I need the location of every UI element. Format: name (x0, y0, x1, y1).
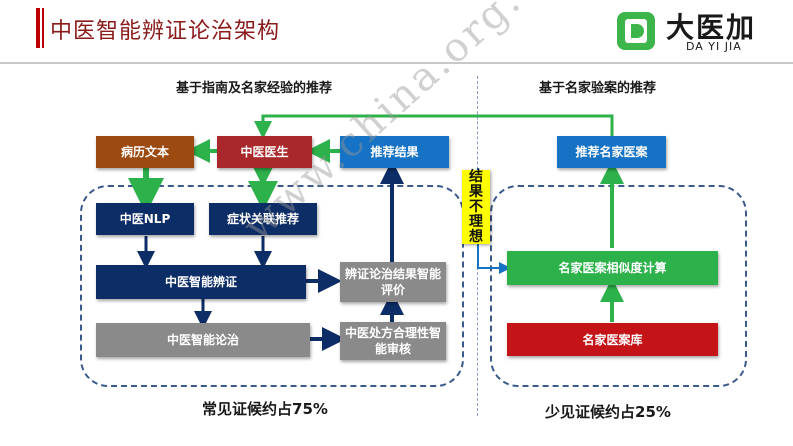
node-tcm-diagnosis: 中医智能辨证 (96, 265, 306, 299)
not-ideal-char: 果 (469, 183, 483, 200)
logo-text-en: DA YI JIA (686, 40, 742, 53)
right-section-title: 基于名家验案的推荐 (539, 81, 657, 96)
node-similarity-calc: 名家医案相似度计算 (507, 251, 718, 285)
node-tcm-treatment: 中医智能论治 (96, 323, 310, 357)
node-evaluation: 辨证论治结果智能评价 (340, 262, 446, 302)
node-tcm-doctor: 中医医生 (217, 136, 312, 168)
not-ideal-char: 结 (469, 168, 483, 185)
title-accent-bar (36, 8, 40, 48)
left-section-title: 基于指南及名家经验的推荐 (176, 81, 333, 96)
node-tcm-nlp: 中医NLP (96, 203, 194, 235)
node-recommend-famous-cases: 推荐名家医案 (557, 136, 666, 168)
logo-text-cn: 大医加 (666, 11, 757, 44)
left-bottom-caption: 常见证候约占75% (202, 400, 328, 418)
page-title: 中医智能辨证论治架构 (50, 19, 281, 44)
node-case-library: 名家医案库 (507, 323, 718, 356)
not-ideal-char: 理 (469, 213, 483, 230)
node-prescription-audit: 中医处方合理性智能审核 (340, 322, 446, 360)
node-medical-text: 病历文本 (96, 136, 194, 168)
node-recommend-result: 推荐结果 (340, 136, 449, 168)
title-accent-bar-thin (42, 8, 44, 48)
node-symptom-association: 症状关联推荐 (209, 203, 317, 235)
right-dashed-region (490, 185, 747, 387)
right-bottom-caption: 少见证候约占25% (545, 403, 671, 421)
not-ideal-label: 结 果 不 理 想 (462, 168, 490, 245)
header-divider (0, 62, 793, 64)
not-ideal-char: 不 (469, 198, 483, 215)
logo-icon (617, 12, 655, 50)
not-ideal-char: 想 (469, 228, 483, 245)
